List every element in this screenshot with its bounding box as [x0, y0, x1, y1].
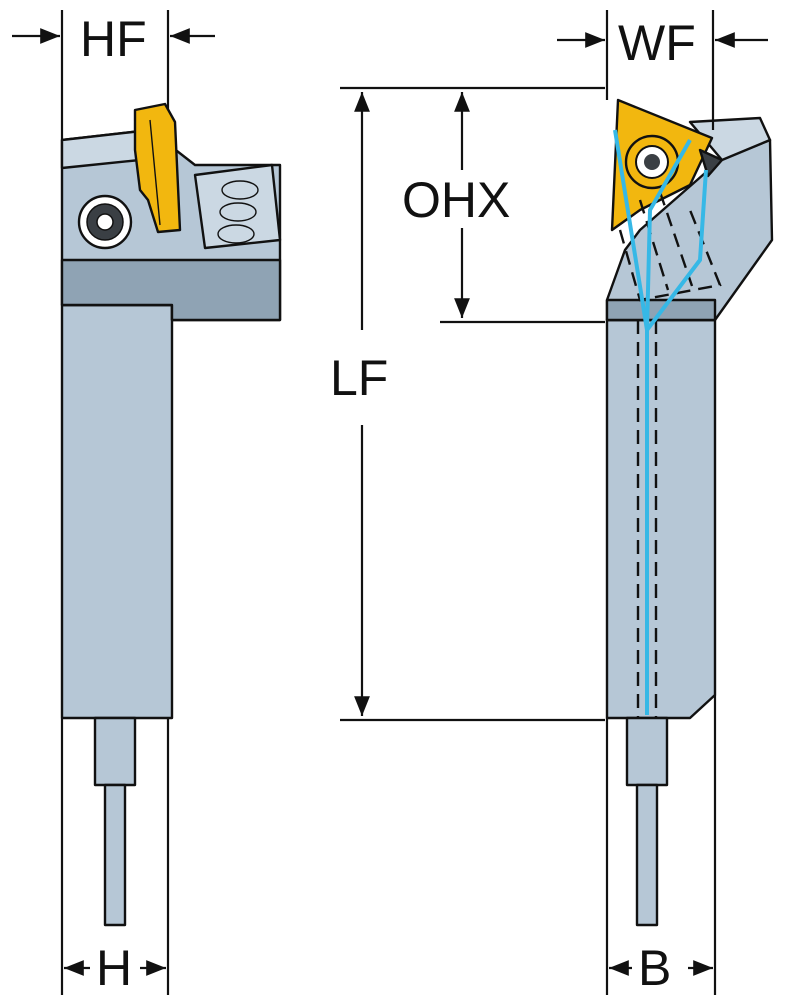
side-shank — [60, 303, 174, 720]
h-dimension: H — [60, 718, 170, 996]
front-view — [605, 98, 774, 927]
ohx-label: OHX — [402, 172, 510, 228]
wf-dimension: WF — [557, 10, 768, 130]
side-rod — [103, 783, 127, 927]
side-neck — [93, 716, 137, 787]
b-dimension: B — [605, 695, 717, 996]
wf-label: WF — [618, 15, 696, 71]
front-shank — [605, 318, 717, 720]
front-rod — [635, 783, 659, 927]
lf-dimension: LF — [330, 92, 605, 722]
hf-dimension: HF — [12, 10, 215, 140]
side-view — [60, 102, 282, 927]
hf-label: HF — [80, 11, 147, 67]
lf-label: LF — [330, 350, 388, 406]
ohx-dimension: OHX — [340, 86, 605, 324]
b-label: B — [638, 940, 671, 996]
h-label: H — [96, 940, 132, 996]
side-clamp — [193, 163, 282, 250]
front-neck — [625, 716, 669, 787]
